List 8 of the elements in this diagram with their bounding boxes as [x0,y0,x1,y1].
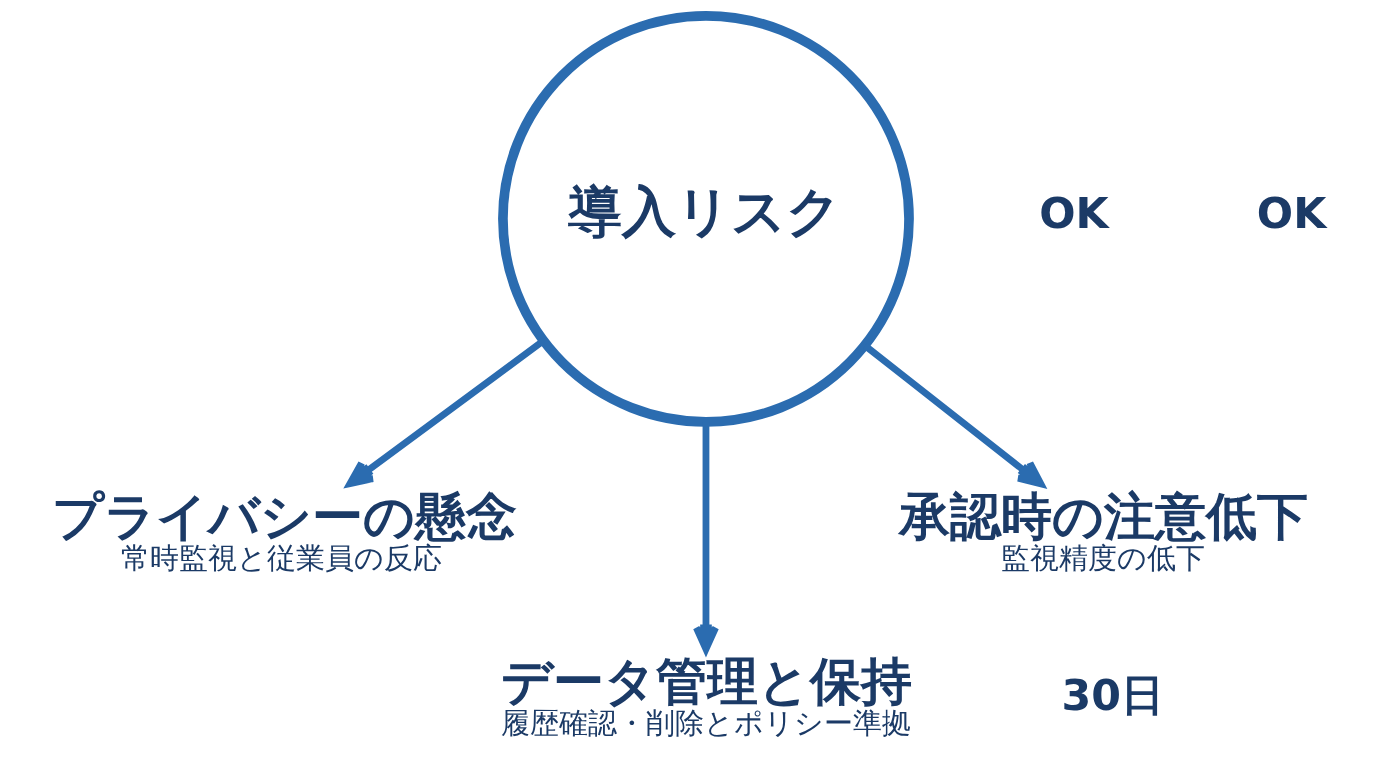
label: OK [1039,187,1109,238]
node-text: 承認時の注意低下 監視精度の低下 [899,487,1309,575]
node-text: プライバシーの懸念 常時監視と従業員の反応 [52,487,518,575]
node-text: データ管理と保持 履歴確認・削除とポリシー準拠 [500,652,912,740]
label: 30日 [1061,669,1165,720]
arrow [863,343,1045,488]
label: OK [1256,187,1327,238]
node-circle: 導入リスク [498,10,914,427]
